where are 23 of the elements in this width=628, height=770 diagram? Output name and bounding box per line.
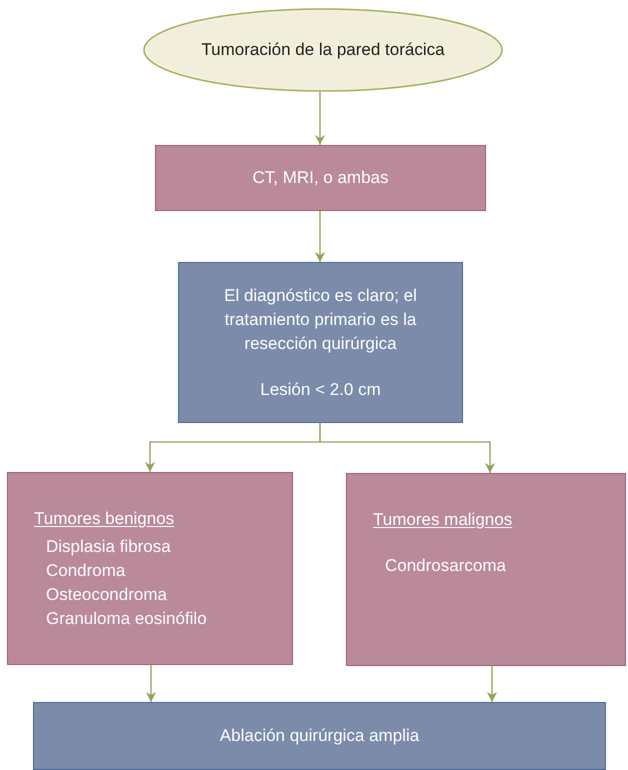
list-item: Osteocondroma xyxy=(45,584,167,606)
node-label: Ablación quirúrgica amplia xyxy=(220,725,420,747)
process-box xyxy=(155,145,486,211)
list-item: Condrosarcoma xyxy=(384,555,506,577)
list-item: Condroma xyxy=(45,560,126,582)
category-heading: Tumores malignos xyxy=(373,509,512,531)
node-label: CT, MRI, o ambas xyxy=(252,167,389,189)
arrow xyxy=(487,666,497,702)
arrow xyxy=(146,665,156,702)
category-box xyxy=(7,472,293,665)
arrow xyxy=(315,92,325,145)
category-heading: Tumores benignos xyxy=(34,508,174,530)
node-label: Tumoración de la pared torácica xyxy=(201,39,445,62)
list-item: Granuloma eosinófilo xyxy=(45,608,207,630)
process-box xyxy=(178,262,463,423)
list-item: Displasia fibrosa xyxy=(45,536,171,558)
node-label: El diagnóstico es claro; el tratamiento primario es la resección quirúrgica xyxy=(223,284,418,354)
process-box xyxy=(33,702,606,770)
start-ellipse xyxy=(143,8,503,92)
node-label: Lesión < 2.0 cm xyxy=(260,378,381,400)
category-box xyxy=(346,473,626,666)
arrow xyxy=(319,423,495,473)
arrow xyxy=(315,211,325,262)
